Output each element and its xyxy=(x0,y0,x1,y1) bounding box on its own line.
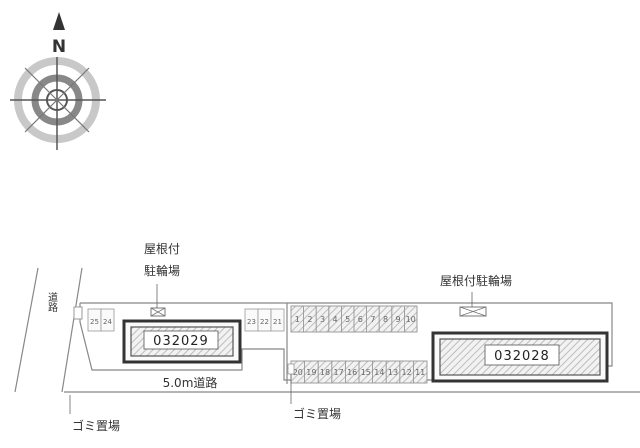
parking-number: 17 xyxy=(334,368,344,377)
parking-number: 8 xyxy=(383,315,388,324)
parking-space xyxy=(412,360,428,384)
parking-number: 23 xyxy=(247,318,256,326)
left-road-label: 道路 xyxy=(46,291,58,313)
parking-number: 18 xyxy=(320,368,330,377)
parking-number: 1 xyxy=(295,315,300,324)
bike-shelter-label: 駐輪場 xyxy=(144,263,180,278)
parking-number: 24 xyxy=(103,318,112,326)
road-edge xyxy=(14,267,39,393)
compass-icon: N xyxy=(10,12,106,150)
parking-number: 5 xyxy=(345,315,350,324)
parking-number: 7 xyxy=(370,315,375,324)
parking-number: 22 xyxy=(260,318,269,326)
garbage-center: ゴミ置場 xyxy=(287,363,341,421)
building-032028: 032028 xyxy=(431,331,609,383)
building-id: 032028 xyxy=(494,349,550,364)
north-arrow-icon xyxy=(53,12,65,30)
bike-shelter-right: 屋根付駐輪場 xyxy=(440,273,512,317)
bike-rack-icon xyxy=(150,307,166,317)
bike-shelter-label: 屋根付 xyxy=(144,242,180,256)
parking-far-left: 25 24 xyxy=(87,308,115,332)
parking-number: 11 xyxy=(415,368,425,377)
parking-number: 6 xyxy=(358,315,363,324)
garbage-label: ゴミ置場 xyxy=(293,406,341,421)
parking-space xyxy=(403,305,418,333)
parking-space xyxy=(270,308,285,332)
bike-shelter-label: 屋根付駐輪場 xyxy=(440,273,512,288)
parking-number: 16 xyxy=(347,368,357,377)
building-label-box xyxy=(484,344,560,366)
parking-number: 3 xyxy=(320,315,325,324)
bike-rack-icon xyxy=(459,306,487,317)
garbage-label: ゴミ置場 xyxy=(72,418,120,433)
north-letter: N xyxy=(52,37,66,57)
parking-middle-left: 23 22 21 xyxy=(244,308,285,332)
building-032029: 032029 xyxy=(122,319,242,364)
compass-diag-line xyxy=(24,67,90,133)
parking-number: 10 xyxy=(406,315,416,324)
parking-number: 12 xyxy=(402,368,412,377)
building-id: 032029 xyxy=(153,334,209,349)
parking-number: 20 xyxy=(293,368,303,377)
parking-number: 25 xyxy=(90,318,99,326)
parking-number: 2 xyxy=(307,315,312,324)
parking-space xyxy=(100,308,115,332)
garbage-box xyxy=(73,306,83,320)
bike-rack-icon xyxy=(150,307,166,317)
garbage-left: ゴミ置場 xyxy=(69,395,120,433)
parking-number: 14 xyxy=(374,368,384,377)
site-boundary xyxy=(79,302,613,381)
parking-number: 9 xyxy=(396,315,401,324)
parking-number: 13 xyxy=(388,368,398,377)
parking-number: 15 xyxy=(361,368,371,377)
bottom-road-label: 5.0m道路 xyxy=(163,375,218,390)
road-edge xyxy=(61,267,83,393)
parking-number: 4 xyxy=(333,315,338,324)
bike-shelter-left: 屋根付 駐輪場 xyxy=(144,242,180,317)
parking-number: 19 xyxy=(306,368,316,377)
garbage-box xyxy=(287,363,295,375)
bike-rack-icon xyxy=(459,306,487,317)
building-label-box xyxy=(143,330,219,350)
left-road: 道路 xyxy=(14,267,83,393)
parking-number: 21 xyxy=(273,318,282,326)
